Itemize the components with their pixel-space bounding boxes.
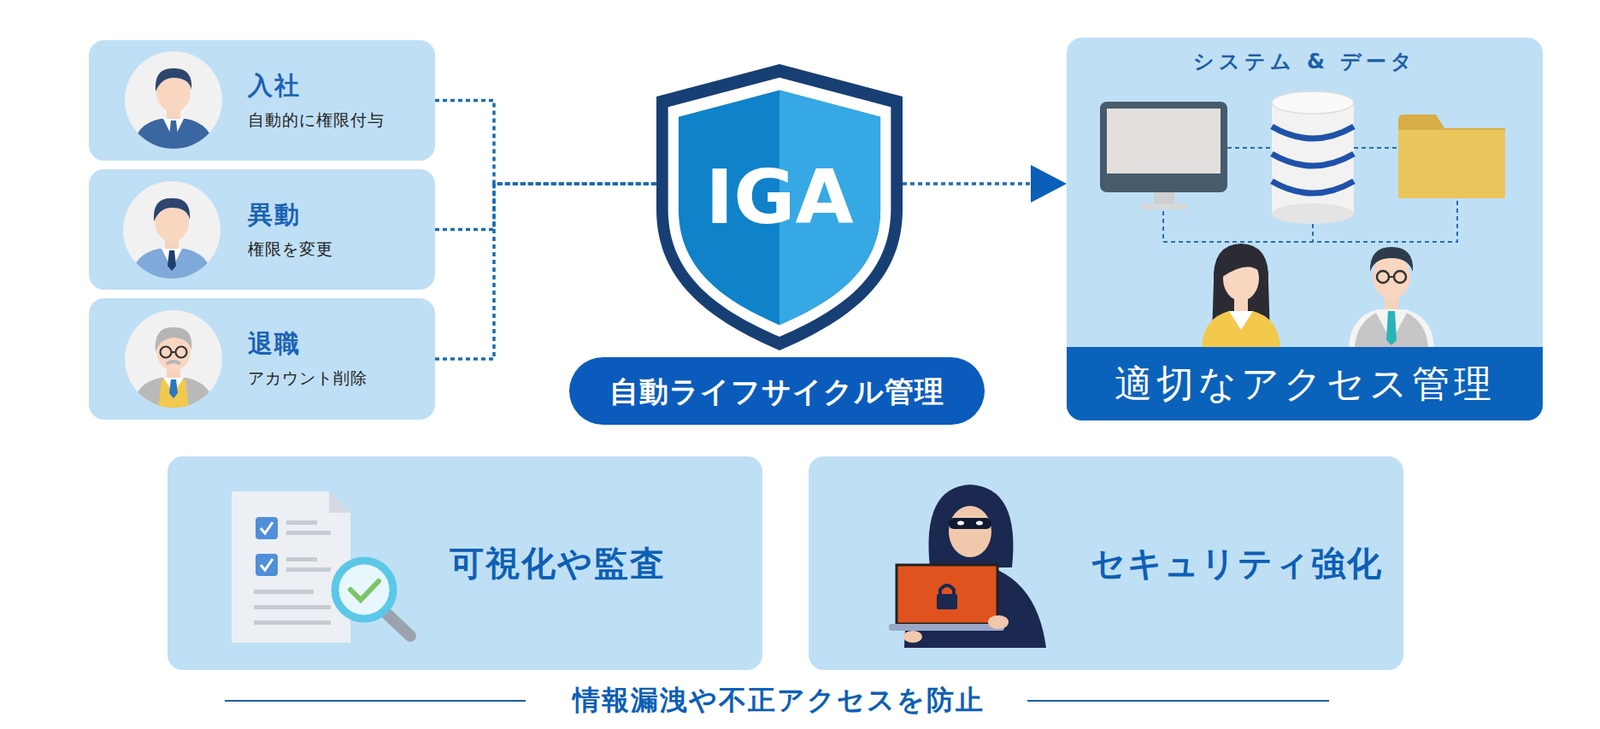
benefit-label: セキュリティ強化 — [1090, 542, 1383, 584]
shield-outer — [656, 64, 903, 351]
dotted-connector — [435, 100, 657, 185]
event-description: アカウント削除 — [247, 368, 368, 389]
systems-data-box: システム & データ適切なアクセス管理 — [1066, 37, 1543, 421]
divider-rule — [1027, 700, 1330, 702]
shield-outer — [656, 64, 903, 351]
event-title: 入社 — [247, 70, 301, 101]
event-title: 退職 — [247, 329, 301, 359]
divider-rule — [224, 700, 526, 702]
connector-line — [435, 100, 657, 185]
lifecycle-pill: 自動ライフサイクル管理 — [569, 357, 985, 425]
event-title: 異動 — [247, 200, 301, 230]
box-title: システム & データ — [1066, 49, 1543, 75]
access-band: 適切なアクセス管理 — [1066, 347, 1543, 421]
benefit-box: セキュリティ強化 — [808, 456, 1404, 671]
benefit-box: 可視化や監査 — [167, 456, 763, 671]
connector-line — [902, 182, 1035, 186]
lifecycle-event-box: 異動権限を変更 — [88, 169, 436, 290]
benefit-label: 可視化や監査 — [449, 542, 666, 584]
connector-line — [435, 183, 657, 359]
dotted-connector — [435, 183, 657, 359]
lifecycle-event-box: 入社自動的に権限付与 — [88, 40, 436, 161]
dotted-connector — [435, 183, 657, 230]
event-description: 自動的に権限付与 — [247, 110, 385, 130]
event-description: 権限を変更 — [247, 239, 334, 259]
lifecycle-event-box: 退職アカウント削除 — [88, 298, 436, 420]
shield-label: IGA — [656, 159, 903, 236]
connector-line — [435, 183, 657, 230]
band-label: 適切なアクセス管理 — [1066, 361, 1543, 407]
dotted-connector — [902, 164, 1067, 203]
footer-note: 情報漏洩や不正アクセスを防止 — [572, 683, 985, 717]
arrow-head — [1030, 164, 1067, 203]
pill-label: 自動ライフサイクル管理 — [569, 373, 985, 409]
iga-shield: IGA — [656, 64, 903, 351]
